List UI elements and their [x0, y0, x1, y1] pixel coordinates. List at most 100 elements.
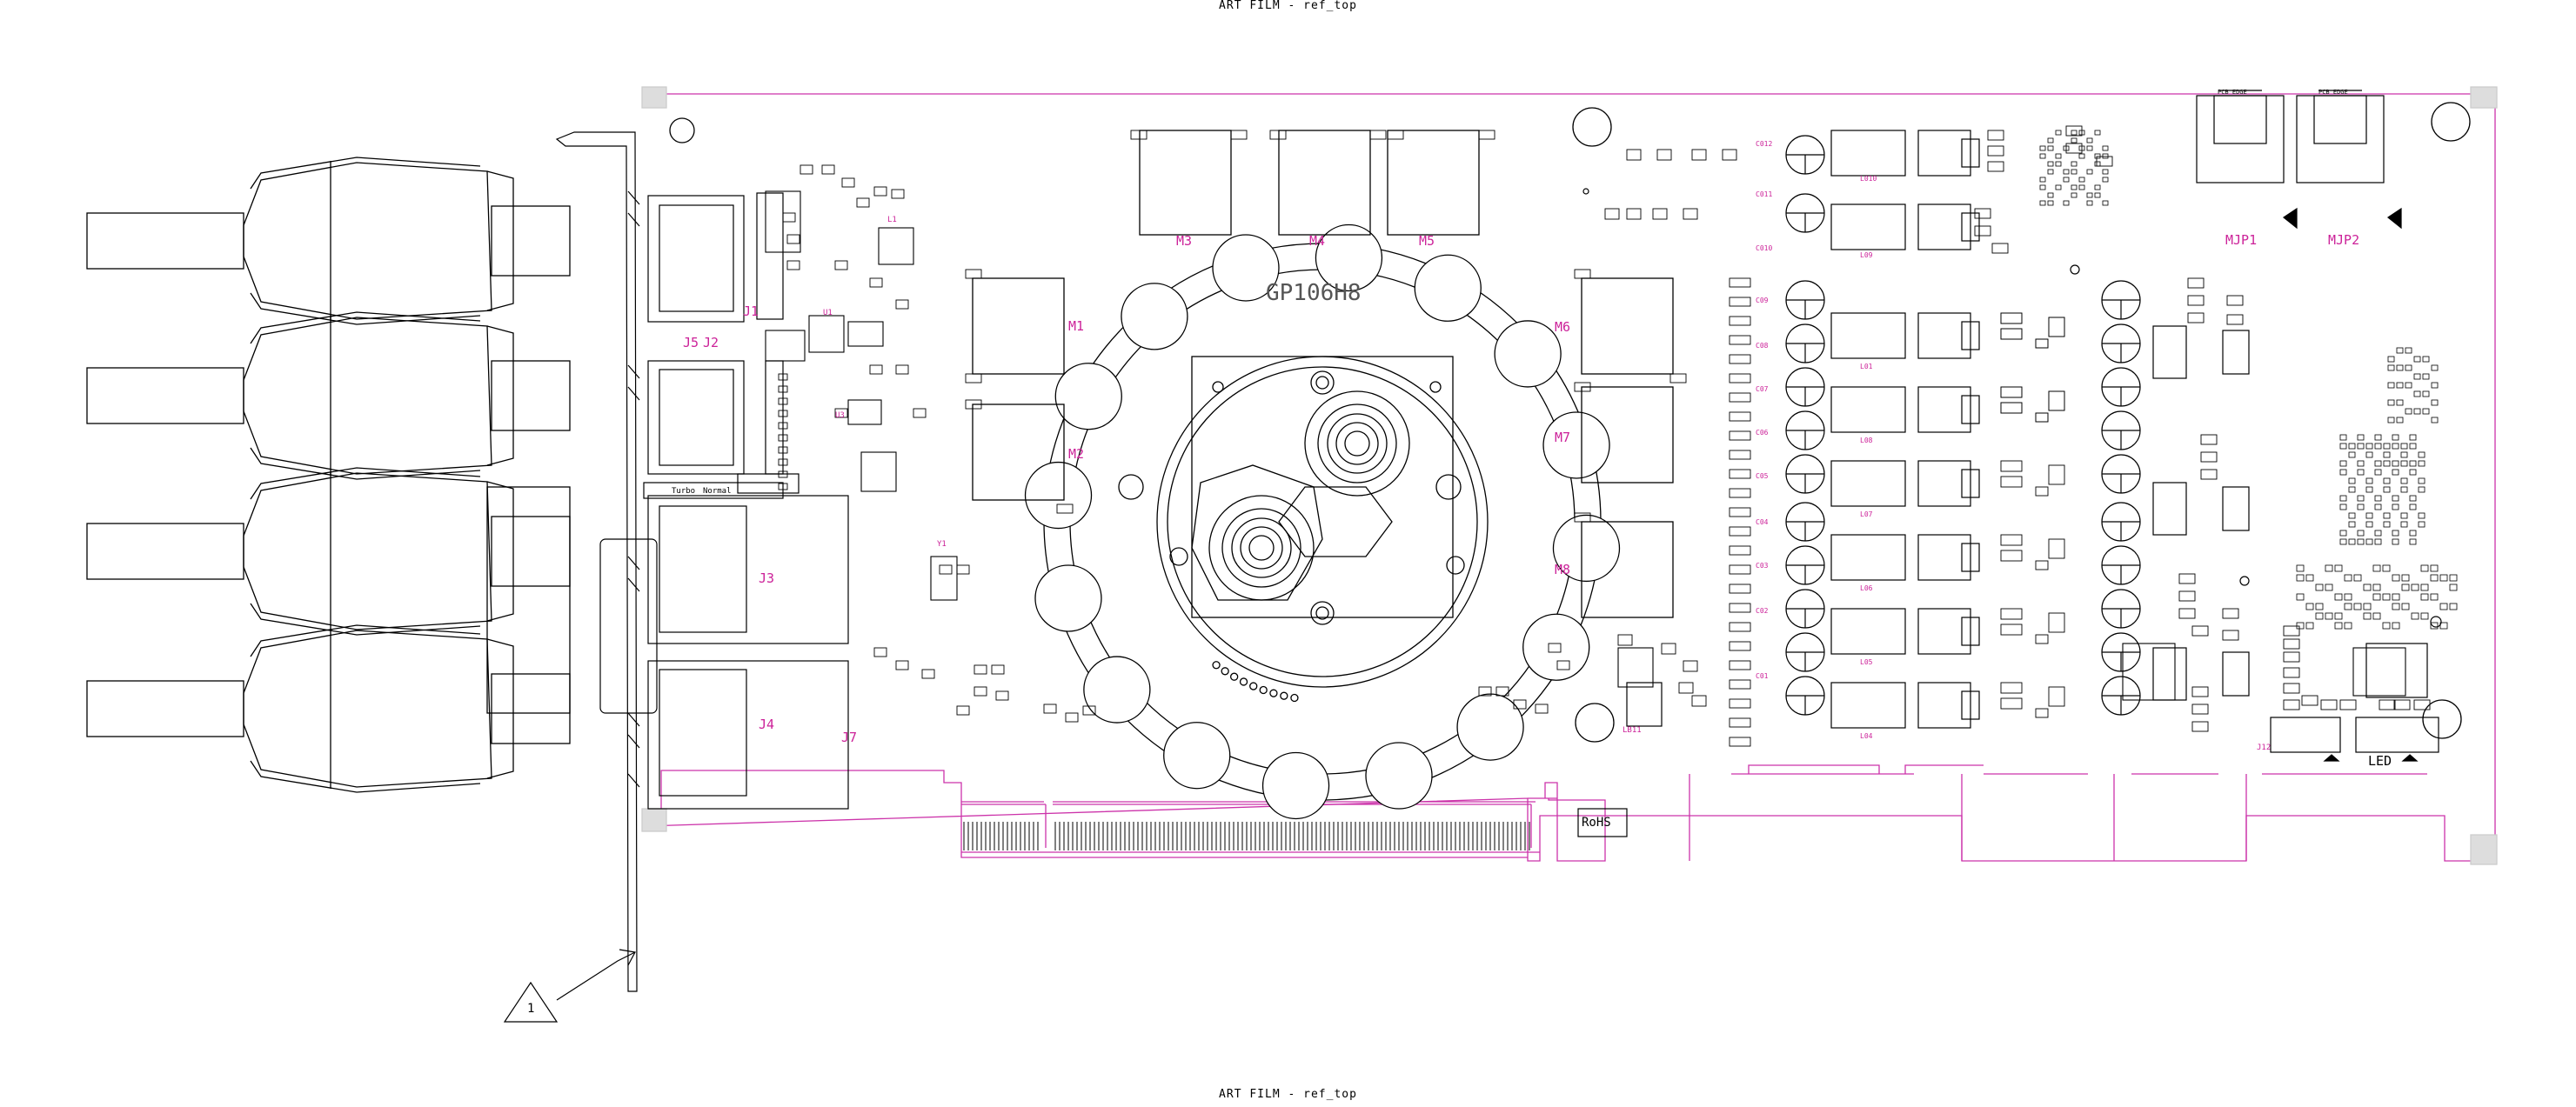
- dense-smd: [2296, 564, 2305, 572]
- dense-smd: [2357, 469, 2365, 476]
- smd-component: [778, 410, 788, 417]
- smd-component: [1729, 277, 1751, 288]
- label-mjp2: MJP2: [2328, 232, 2359, 248]
- smd-component: [873, 186, 887, 197]
- smd-component: [786, 260, 800, 270]
- cooler-fin: [1121, 283, 1188, 350]
- smd-component: [869, 364, 883, 375]
- smd-component: [778, 470, 788, 478]
- dense-smd: [2392, 434, 2399, 441]
- smd-component: [778, 422, 788, 430]
- svg-text:RoHS: RoHS: [1582, 816, 1611, 830]
- label-y1: Y1: [937, 540, 947, 549]
- dense-smd: [2409, 443, 2417, 450]
- dense-smd: [2374, 443, 2382, 450]
- smd-component: [800, 164, 813, 175]
- smd-component: [1043, 704, 1057, 714]
- smd-component: [1604, 208, 1620, 220]
- dense-smd: [2363, 612, 2372, 620]
- smd-component: [2187, 277, 2205, 289]
- smd-component: [2283, 625, 2300, 637]
- dense-smd: [2372, 564, 2381, 572]
- cooler-vent: [1239, 677, 1248, 686]
- smd-component: [2301, 695, 2318, 706]
- label-turbo: Turbo: [672, 487, 695, 496]
- dense-smd: [2418, 512, 2425, 519]
- capacitor-label: C02: [1756, 607, 1769, 615]
- dense-smd: [2047, 137, 2054, 143]
- smd-component: [1478, 130, 1495, 140]
- choke-label: L01: [1860, 363, 1873, 370]
- cooler-fin: [1542, 411, 1610, 479]
- dense-smd: [2305, 574, 2314, 582]
- dense-smd: [2334, 622, 2343, 630]
- dense-smd: [2383, 486, 2391, 493]
- dense-smd: [2409, 469, 2417, 476]
- dense-smd: [2348, 477, 2356, 484]
- smd-component: [895, 299, 909, 310]
- dense-smd: [2383, 460, 2391, 467]
- smd-component: [1230, 130, 1248, 140]
- smd-component: [2200, 451, 2218, 463]
- smd-component: [1669, 373, 1687, 383]
- dense-smd: [2348, 538, 2356, 545]
- dense-smd: [2383, 451, 2391, 458]
- smd-component: [1729, 641, 1751, 651]
- dense-smd: [2405, 408, 2412, 415]
- dense-smd: [2063, 200, 2070, 206]
- dense-smd: [2348, 443, 2356, 450]
- cooler-fin: [1494, 320, 1562, 388]
- smd-component: [2222, 608, 2239, 619]
- dense-smd: [2409, 495, 2417, 502]
- smd-component: [2178, 573, 2196, 584]
- smd-component: [974, 686, 987, 697]
- smd-component: [2035, 560, 2049, 570]
- cable-plug: [86, 680, 244, 737]
- dense-smd: [2365, 538, 2373, 545]
- dense-smd: [2339, 434, 2347, 441]
- choke-pad: [1917, 534, 1971, 581]
- right-connectors: [1582, 90, 2442, 762]
- label-pcb-edge-1: PCB EDGE: [2218, 89, 2247, 96]
- mosfet: [1961, 617, 1980, 646]
- smd-component: [2035, 412, 2049, 423]
- smd-component: [2065, 125, 2083, 137]
- smd-component: [2048, 538, 2065, 559]
- dense-smd: [2439, 574, 2448, 582]
- dense-smd: [2344, 574, 2352, 582]
- dense-smd: [2086, 145, 2093, 151]
- dense-smd: [2334, 564, 2343, 572]
- smd-component: [2000, 402, 2023, 414]
- smd-component: [2379, 699, 2396, 710]
- smd-component: [1729, 679, 1751, 690]
- cooler-vent: [1290, 693, 1299, 703]
- dense-smd: [2357, 434, 2365, 441]
- label-m1: M1: [1068, 318, 1084, 334]
- cable-boot-edge: [250, 311, 481, 480]
- choke-label: L06: [1860, 584, 1873, 592]
- dense-smd: [2063, 177, 2070, 183]
- dense-smd: [2102, 177, 2109, 183]
- dense-smd: [2374, 503, 2382, 510]
- dense-smd: [2409, 460, 2417, 467]
- dense-smd: [2334, 593, 2343, 601]
- dense-smd: [2344, 603, 2352, 610]
- dense-smd: [2418, 521, 2425, 528]
- dense-smd: [2325, 564, 2333, 572]
- dense-smd: [2078, 130, 2085, 136]
- smd-component: [921, 669, 935, 679]
- dense-smd: [2071, 184, 2078, 190]
- cooler-vent: [1259, 685, 1268, 695]
- dense-smd: [2357, 503, 2365, 510]
- dense-smd: [2039, 200, 2046, 206]
- smd-component: [2000, 476, 2023, 488]
- smd-component: [834, 260, 848, 270]
- label-u3: U3: [835, 411, 845, 420]
- smd-component: [1556, 660, 1570, 670]
- dense-smd: [2094, 184, 2101, 190]
- dense-smd: [2094, 161, 2101, 167]
- smd-component: [2000, 534, 2023, 546]
- choke-small: [2152, 647, 2187, 701]
- label-u1: U1: [823, 309, 833, 317]
